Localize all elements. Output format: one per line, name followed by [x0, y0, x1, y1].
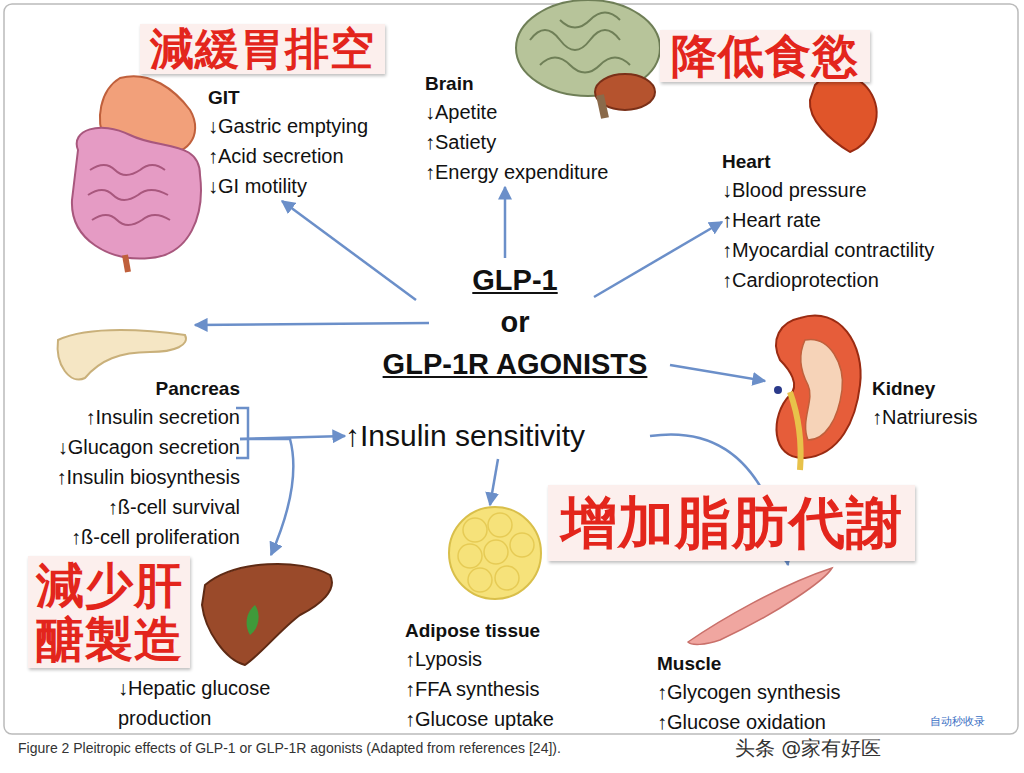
- fat-cell: [510, 533, 534, 557]
- organ-box: Muscle↑Glycogen synthesis↑Glucose oxidat…: [650, 565, 900, 737]
- callout-box: 增加脂肪代謝: [548, 485, 915, 561]
- adipose-drawing: [449, 507, 541, 599]
- effect-arrow: [490, 459, 498, 505]
- node-text: Muscle: [657, 650, 900, 677]
- organ-box: Kidney↑Natriuresis: [765, 375, 1015, 432]
- node-text: ↑ß-cell survival: [15, 492, 240, 522]
- effect-arrow: [240, 439, 293, 555]
- muscle-drawing: [688, 568, 832, 644]
- node-text: ↑Energy expenditure: [425, 157, 660, 187]
- node-text: ↑Natriuresis: [872, 402, 1015, 432]
- node-text: ↓Blood pressure: [722, 175, 1012, 205]
- organ-box: GIT↓Gastric emptying↑Acid secretion↓GI m…: [208, 84, 418, 201]
- ureter-drawing: [790, 392, 801, 470]
- node-text: 降低食慾: [671, 31, 859, 81]
- effect-arrow: [670, 365, 765, 381]
- node-text: or: [350, 302, 680, 342]
- agonist-box: GLP-1orGLP-1R AGONISTS: [350, 258, 680, 388]
- vessel-dot: [774, 386, 782, 394]
- node-text: ↑Heart rate: [722, 205, 1012, 235]
- node-text: ↓Glucagon secretion: [15, 432, 240, 462]
- node-text: ↑Lyposis: [405, 644, 600, 674]
- effect-arrow: [195, 323, 429, 325]
- callout-box: 降低食慾: [660, 30, 870, 82]
- intestine-drawing: [72, 128, 201, 259]
- effect-arrow: [594, 222, 722, 297]
- effect-box: ↑Insulin sensitivity: [345, 413, 650, 459]
- kidney-drawing: [776, 316, 861, 459]
- node-text: Brain: [425, 70, 660, 97]
- node-text: ↑Insulin sensitivity: [345, 413, 650, 459]
- liver-drawing: [202, 564, 332, 665]
- node-text: Kidney: [872, 375, 1015, 402]
- node-text: ↑Glycogen synthesis: [657, 677, 900, 707]
- brainstem-drawing: [600, 95, 605, 118]
- effect-arrow: [282, 201, 416, 300]
- node-text: ↑Cardioprotection: [722, 265, 1012, 295]
- pancreas-drawing: [58, 330, 186, 379]
- organ-box: Heart↓Blood pressure↑Heart rate↑Myocardi…: [722, 148, 1012, 295]
- node-text: GLP-1R AGONISTS: [350, 342, 680, 386]
- node-text: ↑ß-cell proliferation: [15, 522, 240, 552]
- organ-box: Adipose tissue↑Lyposis↑FFA synthesis↑Glu…: [400, 505, 600, 734]
- fat-cell: [458, 544, 482, 568]
- callout-box: 減緩胃排空: [140, 24, 385, 74]
- effect-arrow: [504, 187, 507, 258]
- node-text: ↑Satiety: [425, 127, 660, 157]
- organ-box: ↓Hepatic glucose production: [110, 555, 340, 733]
- fat-cell: [488, 513, 512, 537]
- figure-caption: Figure 2 Pleitropic effects of GLP-1 or …: [18, 740, 561, 756]
- node-text: ↑FFA synthesis: [405, 674, 600, 704]
- node-text: ↑Acid secretion: [208, 141, 418, 171]
- node-text: ↑Insulin secretion: [15, 402, 240, 432]
- watermark-text: 自动秒收录: [930, 714, 985, 729]
- node-text: ↓GI motility: [208, 171, 418, 201]
- node-text: ↓Hepatic glucose production: [118, 673, 340, 733]
- node-text: ↑Glucose oxidation: [657, 707, 900, 737]
- gallbladder-drawing: [247, 605, 259, 635]
- organ-box: Brain↓Apetite↑Satiety↑Energy expenditure: [425, 70, 660, 187]
- brain-gyri: [530, 13, 630, 73]
- node-text: Adipose tissue: [405, 617, 600, 644]
- node-text: ↑Insulin biosynthesis: [15, 462, 240, 492]
- watermark-text: 头条 @家有好医: [735, 735, 881, 762]
- node-text: 減少肝醣製造: [28, 558, 190, 666]
- node-text: ↑Glucose uptake: [405, 704, 600, 734]
- node-text: GIT: [208, 84, 418, 111]
- fat-cell: [463, 518, 487, 542]
- node-text: Pancreas: [15, 375, 240, 402]
- rectum-drawing: [125, 255, 128, 272]
- node-text: ↓Apetite: [425, 97, 660, 127]
- fat-cell: [468, 568, 492, 592]
- kidney-interior: [801, 339, 843, 440]
- fat-cell: [495, 566, 519, 590]
- figure-border: [4, 4, 1018, 734]
- intestine-fold: [88, 165, 170, 225]
- heart-drawing: [810, 75, 877, 152]
- fat-cell: [484, 540, 508, 564]
- callout-box: 減少肝醣製造: [28, 556, 190, 668]
- node-text: 增加脂肪代謝: [561, 493, 903, 553]
- node-text: Heart: [722, 148, 1012, 175]
- fat-cells: [458, 513, 534, 592]
- node-text: ↓Gastric emptying: [208, 111, 418, 141]
- node-text: ↑Myocardial contractility: [722, 235, 1012, 265]
- node-text: 減緩胃排空: [150, 25, 375, 73]
- node-text: GLP-1: [350, 258, 680, 302]
- organ-box: Pancreas↑Insulin secretion↓Glucagon secr…: [15, 325, 240, 552]
